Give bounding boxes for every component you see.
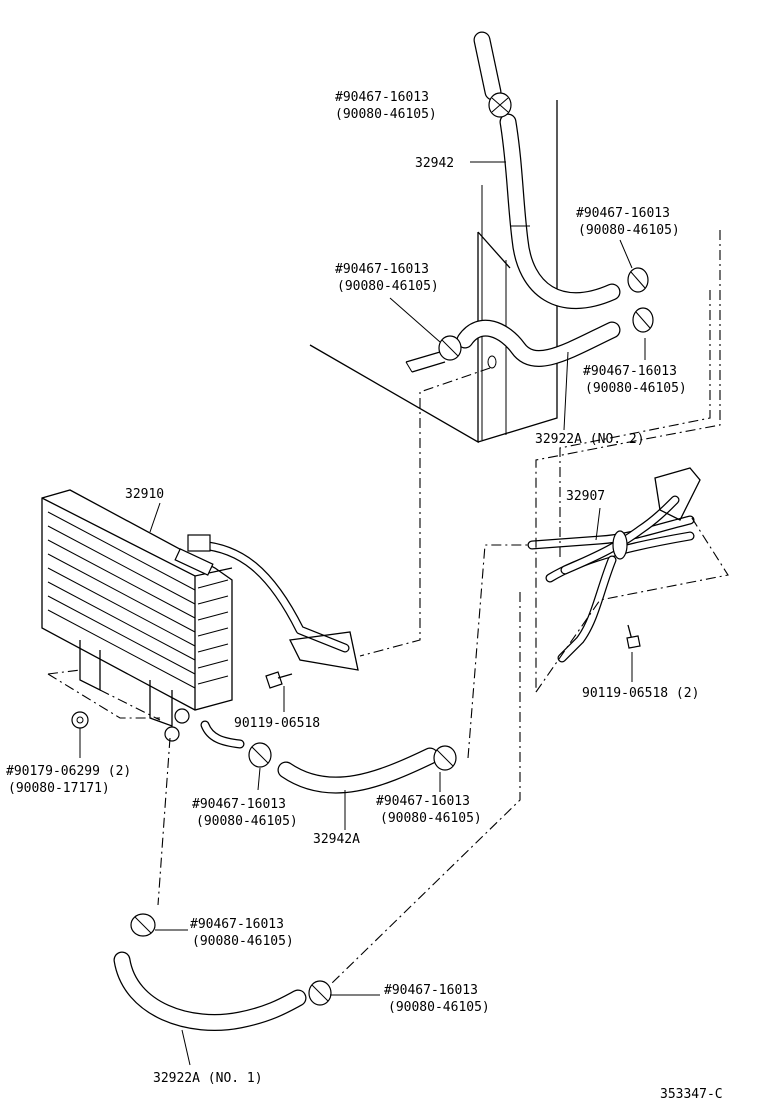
oil-cooler-32910 bbox=[41, 489, 233, 742]
nut-cooler-icon bbox=[71, 711, 89, 729]
clip-upper-right-icon bbox=[627, 267, 649, 293]
clip-right-mid-icon bbox=[632, 307, 654, 333]
callout-clip-lower-left-line2: (90080-46105) bbox=[192, 934, 294, 949]
hose-32922A-no1 bbox=[113, 951, 307, 1031]
callout-clip-right-mid-line2: (90080-46105) bbox=[585, 381, 687, 396]
callout-clip-mid-left-line1: #90467-16013 bbox=[192, 797, 286, 812]
hose-32942 bbox=[456, 31, 621, 367]
bolt-tube-icon bbox=[626, 624, 641, 649]
clip-mid-left-icon bbox=[248, 742, 272, 768]
callout-clip-right-mid-line1: #90467-16013 bbox=[583, 364, 677, 379]
clip-top-icon bbox=[488, 92, 512, 118]
connection-lines bbox=[47, 230, 729, 986]
callout-clip-mid-right-line1: #90467-16013 bbox=[376, 794, 470, 809]
part-label-32942A: 32942A bbox=[313, 832, 360, 847]
radiator-panel bbox=[309, 100, 558, 444]
callout-clip-mid-left-line2: (90080-46105) bbox=[196, 814, 298, 829]
callout-bolt-cooler: 90119-06518 bbox=[234, 716, 320, 731]
callout-clip-top-line2: (90080-46105) bbox=[335, 107, 437, 122]
callout-clip-top-line1: #90467-16013 bbox=[335, 90, 429, 105]
callout-clip-upper-right-line1: #90467-16013 bbox=[576, 206, 670, 221]
part-label-32922A-no1: 32922A (NO. 1) bbox=[153, 1071, 263, 1086]
callout-bolt-tube: 90119-06518 (2) bbox=[582, 686, 699, 701]
callout-clip-lower-left-line1: #90467-16013 bbox=[190, 917, 284, 932]
clip-lower-right-icon bbox=[308, 980, 332, 1006]
callout-clip-upper-left-line2: (90080-46105) bbox=[337, 279, 439, 294]
leader-lines bbox=[79, 161, 646, 1066]
part-label-32942: 32942 bbox=[415, 156, 454, 171]
drawing-number: 353347-C bbox=[660, 1087, 723, 1102]
bolt-cooler-icon bbox=[265, 671, 293, 689]
labels: #90467-16013 (90080-46105) 32942 #90467-… bbox=[6, 90, 723, 1102]
callout-nut-cooler-line2: (90080-17171) bbox=[8, 781, 110, 796]
cooler-bracket bbox=[187, 534, 359, 749]
part-label-32910: 32910 bbox=[125, 487, 164, 502]
clip-lower-left-icon bbox=[130, 913, 156, 937]
callout-clip-lower-right-line1: #90467-16013 bbox=[384, 983, 478, 998]
part-label-32907: 32907 bbox=[566, 489, 605, 504]
callout-clip-upper-right-line2: (90080-46105) bbox=[578, 223, 680, 238]
clip-upper-left-icon bbox=[438, 335, 462, 361]
part-label-32922A-no2: 32922A (NO. 2) bbox=[535, 432, 645, 447]
callout-clip-lower-right-line2: (90080-46105) bbox=[388, 1000, 490, 1015]
callout-clip-mid-right-line2: (90080-46105) bbox=[380, 811, 482, 826]
callout-nut-cooler-line1: #90179-06299 (2) bbox=[6, 764, 131, 779]
clip-mid-right-icon bbox=[433, 745, 457, 771]
tube-assembly-32907 bbox=[527, 467, 701, 663]
hose-32942A bbox=[277, 747, 439, 794]
callout-clip-upper-left-line1: #90467-16013 bbox=[335, 262, 429, 277]
